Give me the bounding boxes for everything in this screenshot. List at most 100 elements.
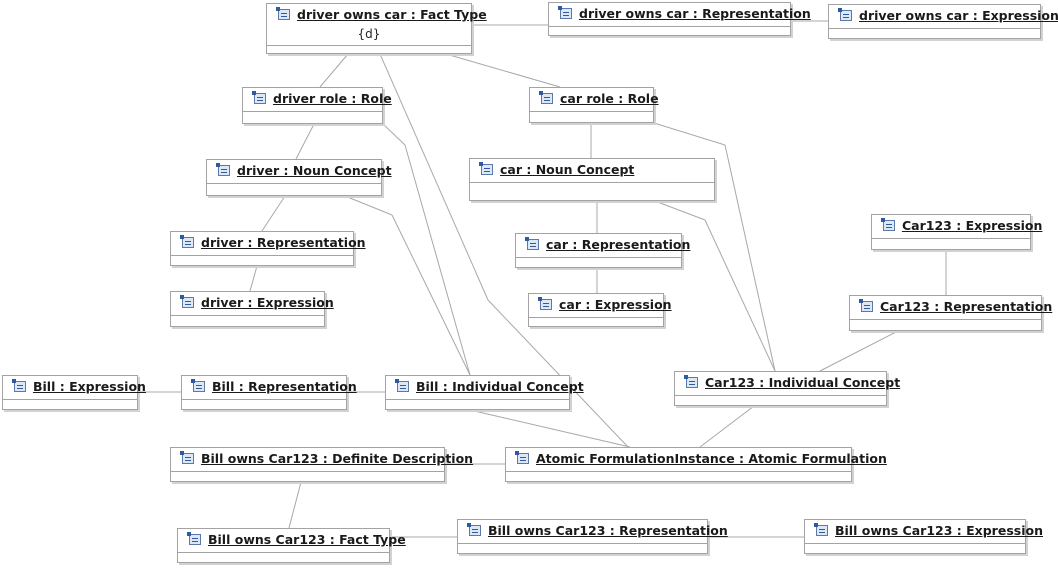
node-driver-owns-car-rep[interactable]: driver owns car : Representation — [548, 2, 811, 36]
association-link — [445, 53, 561, 88]
node-car123-rep[interactable]: Car123 : Representation — [849, 295, 1053, 331]
compartment-divider — [207, 183, 381, 184]
node-car-noun[interactable]: car : Noun Concept — [469, 158, 715, 201]
node-bill-owns-ft[interactable]: Bill owns Car123 : Fact Type — [177, 528, 406, 563]
association-link — [382, 123, 406, 146]
compartment-divider — [267, 45, 471, 46]
compartment-divider — [470, 182, 714, 183]
node-title: Atomic FormulationInstance : Atomic Form… — [536, 451, 887, 466]
association-link — [653, 122, 726, 146]
compartment-divider — [529, 317, 663, 318]
association-link — [344, 195, 393, 216]
class-instance-icon — [12, 379, 26, 392]
class-instance-icon — [684, 375, 698, 388]
compartment-divider — [178, 552, 389, 553]
association-link — [391, 214, 471, 376]
node-title: Bill owns Car123 : Representation — [488, 523, 728, 538]
node-car123-ic[interactable]: Car123 : Individual Concept — [674, 371, 901, 406]
node-title: driver : Expression — [201, 295, 334, 310]
node-car-role[interactable]: car role : Role — [529, 87, 659, 123]
compartment-divider — [458, 543, 707, 544]
class-instance-icon — [538, 297, 552, 310]
class-instance-icon — [180, 295, 194, 308]
node-title: car role : Role — [560, 91, 659, 106]
class-instance-icon — [252, 91, 266, 104]
class-instance-icon — [539, 91, 553, 104]
class-instance-icon — [479, 162, 493, 175]
node-title: Car123 : Expression — [902, 218, 1043, 233]
association-link — [379, 53, 489, 301]
association-link — [319, 53, 349, 88]
compartment-divider — [386, 399, 569, 400]
node-title: driver owns car : Fact Type — [297, 7, 487, 22]
association-link — [819, 330, 899, 372]
association-link — [404, 144, 471, 376]
node-driver-noun[interactable]: driver : Noun Concept — [206, 159, 392, 196]
node-car-expr[interactable]: car : Expression — [528, 293, 672, 327]
association-link — [249, 265, 258, 292]
compartment-divider — [850, 319, 1041, 320]
compartment-divider — [171, 315, 324, 316]
class-instance-icon — [515, 451, 529, 464]
class-instance-icon — [881, 218, 895, 231]
node-bill-owns-rep[interactable]: Bill owns Car123 : Representation — [457, 519, 728, 554]
node-title: car : Representation — [546, 237, 691, 252]
node-atomic-formulation[interactable]: Atomic FormulationInstance : Atomic Form… — [505, 447, 887, 482]
class-instance-icon — [467, 523, 481, 536]
node-car123-expr[interactable]: Car123 : Expression — [871, 214, 1043, 250]
association-link — [487, 299, 629, 448]
compartment-divider — [829, 28, 1040, 29]
compartment-divider — [675, 395, 886, 396]
class-instance-icon — [525, 237, 539, 250]
node-bill-owns-expr[interactable]: Bill owns Car123 : Expression — [804, 519, 1043, 554]
node-driver-rep[interactable]: driver : Representation — [170, 231, 366, 266]
node-title: driver : Noun Concept — [237, 163, 392, 178]
node-title: Bill : Expression — [33, 379, 146, 394]
association-link — [699, 405, 755, 448]
node-driver-role[interactable]: driver role : Role — [242, 87, 392, 124]
node-title: car : Expression — [559, 297, 672, 312]
node-title: Bill owns Car123 : Definite Description — [201, 451, 474, 466]
node-title: driver : Representation — [201, 235, 366, 250]
association-link — [469, 409, 631, 448]
association-link — [261, 195, 286, 232]
compartment-divider — [516, 257, 681, 258]
class-instance-icon — [216, 163, 230, 176]
class-instance-icon — [838, 8, 852, 21]
node-title: driver role : Role — [273, 91, 392, 106]
compartment-divider — [182, 399, 346, 400]
class-instance-icon — [558, 6, 572, 19]
node-driver-owns-car-expr[interactable]: driver owns car : Expression — [828, 4, 1058, 39]
node-bill-rep[interactable]: Bill : Representation — [181, 375, 357, 410]
node-title: Car123 : Representation — [880, 299, 1053, 314]
compartment-divider — [506, 471, 851, 472]
association-link — [295, 123, 315, 160]
compartment-divider — [171, 255, 353, 256]
node-driver-expr[interactable]: driver : Expression — [170, 291, 334, 327]
node-title: Bill : Representation — [212, 379, 357, 394]
node-car-rep[interactable]: car : Representation — [515, 233, 691, 268]
node-bill-owns-dd[interactable]: Bill owns Car123 : Definite Description — [170, 447, 474, 482]
class-instance-icon — [191, 379, 205, 392]
node-title: car : Noun Concept — [500, 162, 635, 177]
node-bill-ic[interactable]: Bill : Individual Concept — [385, 375, 584, 410]
class-instance-icon — [187, 532, 201, 545]
node-title: Bill owns Car123 : Fact Type — [208, 532, 406, 547]
class-instance-icon — [180, 451, 194, 464]
compartment-divider — [171, 471, 444, 472]
class-instance-icon — [814, 523, 828, 536]
node-bill-expr[interactable]: Bill : Expression — [2, 375, 146, 410]
association-link — [288, 481, 302, 529]
node-driver-owns-car-ft[interactable]: driver owns car : Fact Type{d} — [266, 3, 487, 54]
compartment-divider — [530, 111, 653, 112]
class-instance-icon — [859, 299, 873, 312]
class-instance-icon — [395, 379, 409, 392]
association-link — [654, 200, 706, 221]
compartment-divider — [805, 543, 1025, 544]
compartment-divider — [243, 111, 382, 112]
node-title: Bill owns Car123 : Expression — [835, 523, 1043, 538]
association-link — [724, 144, 776, 372]
node-title: Car123 : Individual Concept — [705, 375, 901, 390]
